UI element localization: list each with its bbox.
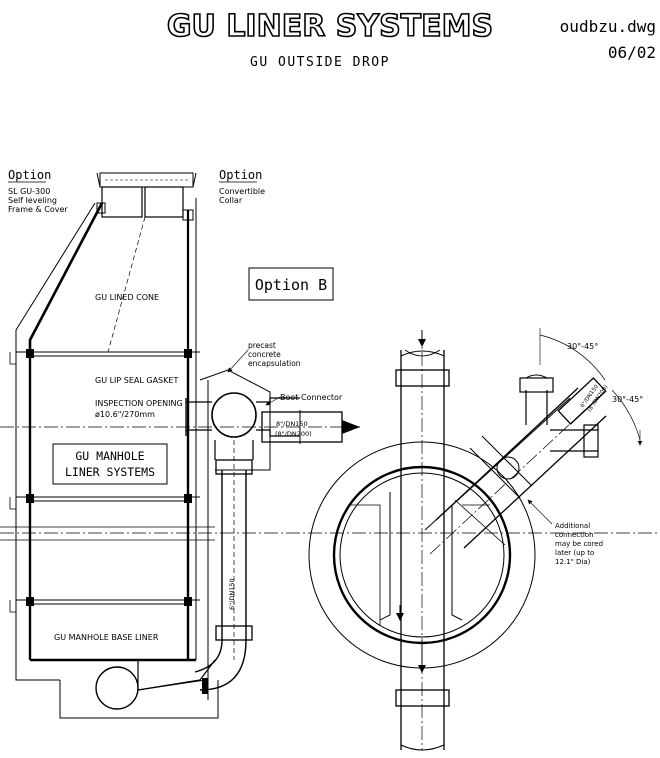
drawing-date: 06/02 <box>608 43 656 62</box>
additional-line-5: 12.1" Dia) <box>555 558 591 566</box>
drawing-subtitle: GU OUTSIDE DROP <box>250 55 390 70</box>
additional-line-2: connection <box>555 531 594 539</box>
lip-seal-label: GU LIP SEAL GASKET <box>95 376 178 385</box>
manhole-liner-box <box>52 443 168 485</box>
pipe-size-1: 8"/DN150 <box>276 420 308 428</box>
option-left-line-1: SL GU-300 <box>8 187 50 196</box>
encapsulation-line-2: concrete <box>248 350 281 359</box>
file-name: oudbzu.dwg <box>560 17 656 36</box>
additional-line-1: Additional <box>555 522 590 530</box>
base-liner-label: GU MANHOLE BASE LINER <box>54 633 159 642</box>
angle-label-1: 30°-45° <box>567 342 598 351</box>
encapsulation-line-3: encapsulation <box>248 359 301 368</box>
boot-connector-label: Boot Connector <box>280 393 343 402</box>
additional-line-4: later (up to <box>555 549 594 557</box>
additional-line-3: may be cored <box>555 540 603 548</box>
manhole-section-view <box>0 172 660 719</box>
option-left-heading: Option <box>8 168 51 182</box>
option-left-line-2: Self leveling <box>8 196 57 205</box>
inspection-label-2: ø10.6"/270mm <box>95 410 155 419</box>
manhole-box-line-1: GU MANHOLE <box>75 449 144 463</box>
inspection-label-1: INSPECTION OPENING <box>95 399 183 408</box>
angle-label-2: 30°-45° <box>612 395 643 404</box>
manhole-box-line-2: LINER SYSTEMS <box>65 465 155 479</box>
option-right-line-1: Convertible <box>219 187 265 196</box>
pipe-size-2: (8"/DN200) <box>275 430 312 438</box>
option-left-line-3: Frame & Cover <box>8 205 68 214</box>
encapsulation-line-1: precast <box>248 341 276 350</box>
option-b-box <box>248 267 334 301</box>
drawing-title: GU LINER SYSTEMS <box>167 9 493 44</box>
lined-cone-label: GU LINED CONE <box>95 293 159 302</box>
option-right-heading: Option <box>219 168 262 182</box>
option-b-label: Option B <box>255 276 327 294</box>
manhole-plan-view <box>308 328 643 751</box>
vertical-pipe-label: 6"/DN150 <box>228 578 236 610</box>
option-right-line-2: Collar <box>219 196 243 205</box>
